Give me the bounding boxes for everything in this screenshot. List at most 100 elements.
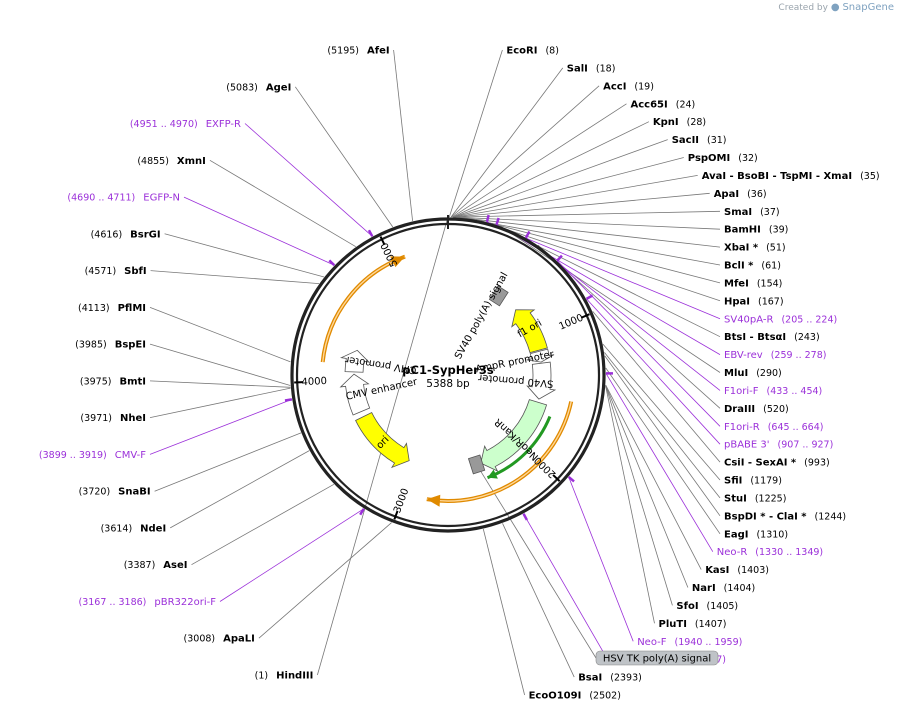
enzyme-position: (3614) — [101, 523, 133, 534]
primer-marker — [556, 254, 563, 262]
enzyme-site-label: KasI(1403) — [705, 565, 769, 576]
primer-range: (3167 .. 3186) — [79, 597, 147, 608]
leader-line — [258, 522, 392, 639]
enzyme-position: (1) — [255, 671, 268, 682]
enzyme-position: (520) — [763, 404, 789, 415]
enzyme-position: (4855) — [137, 156, 169, 167]
enzyme-name: NarI — [692, 583, 716, 594]
leader-line — [393, 49, 413, 222]
tick-mark — [393, 510, 399, 520]
enzyme-position: (5195) — [327, 46, 359, 57]
leader-line — [244, 123, 373, 237]
enzyme-position: (28) — [687, 117, 707, 128]
enzyme-name: BtsI - BtsαI — [724, 332, 786, 343]
primer-range: (1330 .. 1349) — [755, 547, 823, 558]
enzyme-name: PflMI — [118, 303, 146, 314]
primer-marker — [359, 508, 365, 516]
enzyme-name: BamHI — [724, 225, 761, 236]
enzyme-name: NdeI — [140, 523, 166, 534]
enzyme-position: (3985) — [75, 340, 107, 351]
enzyme-position: (1244) — [815, 511, 847, 522]
enzyme-site-label: BsaI(2393) — [578, 673, 642, 684]
primer-label: (3167 .. 3186)pBR322ori-F — [79, 597, 217, 608]
enzyme-site-label: PluTI(1407) — [659, 619, 727, 630]
enzyme-site-label: (3720) SnaBI — [79, 487, 151, 498]
enzyme-name: BsrGI — [130, 229, 160, 240]
leader-line — [454, 192, 710, 218]
enzyme-site-label: ApaI(36) — [714, 189, 767, 200]
enzyme-name: SnaBI — [118, 487, 150, 498]
enzyme-position: (4616) — [91, 229, 123, 240]
leader-line — [149, 399, 293, 455]
enzyme-name: EagI — [724, 529, 748, 540]
enzyme-position: (3720) — [79, 487, 111, 498]
primer-range: (4951 .. 4970) — [130, 119, 198, 130]
primer-label: F1ori-F(433 .. 454) — [724, 386, 822, 397]
enzyme-site-label: BtsI - BtsαI(243) — [724, 332, 820, 343]
enzyme-position: (2393) — [610, 673, 642, 684]
enzyme-position: (19) — [634, 81, 654, 92]
enzyme-position: (36) — [747, 189, 767, 200]
leader-line — [453, 139, 668, 218]
primer-marker — [585, 294, 594, 300]
feature-label: SV40 poly(A) signal — [453, 271, 510, 362]
enzyme-position: (1225) — [755, 493, 787, 504]
enzyme-site-label: AvaI - BsoBI - TspMI - XmaI(35) — [702, 171, 880, 182]
enzyme-site-label: (3975)BmtI — [80, 376, 146, 387]
credit-text: Created by — [778, 3, 828, 13]
primer-range: (645 .. 664) — [768, 422, 824, 433]
primer-marker — [524, 230, 531, 239]
tick-label: 4000 — [301, 376, 327, 388]
enzyme-name: EcoO109I — [529, 691, 582, 702]
leader-line — [476, 464, 597, 659]
enzyme-site-label: (1) HindIII — [255, 671, 314, 682]
primer-label: (4951 .. 4970)EXFP-R — [130, 119, 241, 130]
snapgene-credit: Created by ● SnapGene — [778, 2, 894, 13]
primer-name: pBABE 3' — [724, 440, 770, 451]
leader-line — [605, 373, 714, 552]
enzyme-site-label: MluI(290) — [724, 368, 782, 379]
primer-name: SV40pA-R — [724, 314, 773, 325]
leader-line — [458, 217, 721, 266]
enzyme-name: HindIII — [276, 671, 313, 682]
leader-line — [183, 196, 335, 266]
leader-line — [568, 476, 634, 642]
enzyme-position: (3387) — [124, 560, 156, 571]
enzyme-site-label: (3971)NheI — [80, 413, 146, 424]
enzyme-position: (1310) — [756, 529, 788, 540]
enzyme-position: (167) — [758, 296, 784, 307]
leader-line — [154, 432, 302, 492]
primer-name: EBV-rev — [724, 350, 763, 361]
primer-name: F1ori-R — [724, 422, 760, 433]
leader-line — [586, 298, 721, 445]
primer-label: Neo-R (1330 .. 1349) — [717, 547, 823, 558]
primer-marker — [328, 259, 336, 267]
enzyme-name: AseI — [163, 560, 187, 571]
enzyme-site-label: (5083)AgeI — [226, 82, 291, 93]
enzyme-position: (61) — [761, 261, 781, 272]
plasmid-name: pC1-SypHer3s — [402, 363, 494, 377]
primer-name: Neo-R — [717, 547, 748, 558]
primer-range: (907 .. 927) — [778, 440, 834, 451]
leader-line — [605, 384, 702, 570]
inner-feature-arc — [486, 415, 552, 480]
leader-line — [294, 86, 394, 228]
enzyme-name: HpaI — [724, 296, 750, 307]
enzyme-position: (1407) — [695, 619, 727, 630]
enzyme-site-label: (3387) AseI — [124, 560, 188, 571]
enzyme-position: (18) — [596, 63, 616, 74]
leader-line — [602, 343, 721, 481]
primer-label: (3899 .. 3919)CMV-F — [39, 450, 146, 461]
hsv-tk-label-box — [595, 650, 719, 666]
leader-line — [170, 450, 310, 529]
enzyme-position: (4571) — [85, 266, 117, 277]
primer-range: (205 .. 224) — [781, 314, 837, 325]
enzyme-site-label: (4571)SbfI — [85, 266, 147, 277]
enzyme-name: BspEI — [115, 340, 146, 351]
leader-line — [457, 216, 721, 248]
enzyme-site-label: Acc65I(24) — [631, 99, 696, 110]
enzyme-site-label: SacII(31) — [672, 135, 727, 146]
enzyme-name: BmtI — [119, 376, 146, 387]
enzyme-name: AvaI - BsoBI - TspMI - XmaI — [702, 171, 852, 182]
primer-marker — [495, 217, 500, 226]
